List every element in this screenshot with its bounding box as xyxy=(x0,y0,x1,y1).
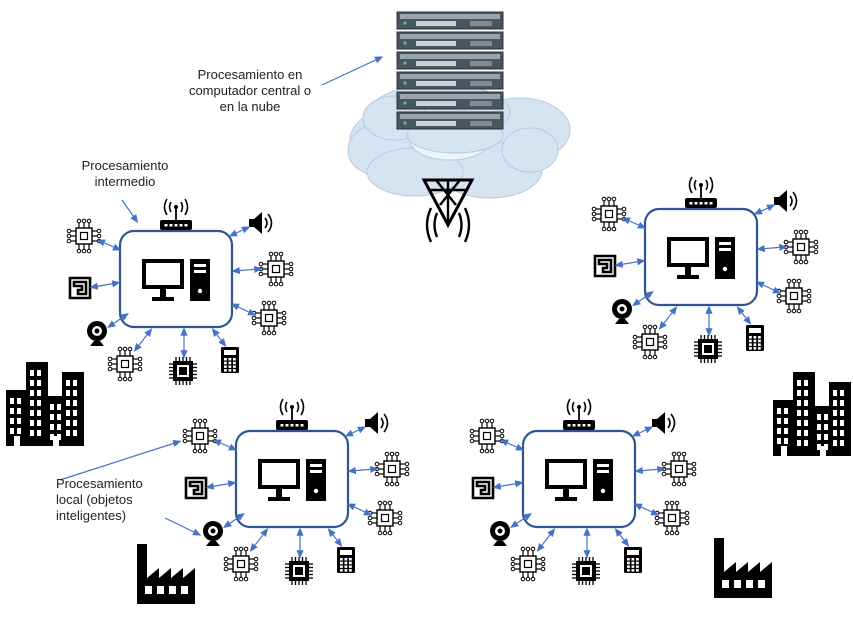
pointer-arrow xyxy=(59,440,182,481)
router-icon xyxy=(685,176,717,208)
bidirectional-arrow xyxy=(327,528,343,547)
pointer-arrow xyxy=(121,199,139,223)
router-icon xyxy=(563,398,595,430)
buildings-icon xyxy=(6,362,84,446)
bidirectional-arrow xyxy=(614,258,646,268)
chip-icon xyxy=(251,300,287,336)
label-local-processing: Procesamiento local (objetos inteligente… xyxy=(56,476,143,523)
bidirectional-arrow xyxy=(492,480,524,490)
webcam-icon xyxy=(612,299,632,324)
bidirectional-arrow xyxy=(614,528,630,547)
bidirectional-arrow xyxy=(212,439,238,451)
microcontroller-icon xyxy=(694,335,722,363)
chip-icon xyxy=(107,346,143,382)
microcontroller-icon xyxy=(169,357,197,385)
computer-icon xyxy=(258,459,326,501)
bidirectional-arrow xyxy=(634,465,666,475)
bidirectional-arrow xyxy=(755,281,782,294)
bidirectional-arrow xyxy=(211,328,227,347)
bidirectional-arrow xyxy=(736,306,752,325)
calculator-icon xyxy=(221,347,239,373)
router-icon xyxy=(276,398,308,430)
pointer-arrow xyxy=(321,56,384,86)
chip-icon xyxy=(66,218,102,254)
maze-sensor-icon xyxy=(471,476,495,500)
chip-icon xyxy=(223,546,259,582)
bidirectional-arrow xyxy=(658,306,678,330)
bidirectional-arrow xyxy=(631,426,654,437)
microcontroller-icon xyxy=(572,557,600,585)
chip-icon xyxy=(510,546,546,582)
bidirectional-arrow xyxy=(346,503,373,516)
buildings-icon xyxy=(773,372,851,456)
bidirectional-arrow xyxy=(230,303,257,316)
bidirectional-arrow xyxy=(107,312,129,329)
bidirectional-arrow xyxy=(89,280,121,290)
server-rack-icon xyxy=(396,11,504,130)
bidirectional-arrow xyxy=(249,528,269,552)
computer-icon xyxy=(545,459,613,501)
calculator-icon xyxy=(337,547,355,573)
bidirectional-arrow xyxy=(633,503,660,516)
webcam-icon xyxy=(203,521,223,546)
bidirectional-arrow xyxy=(753,204,776,215)
computer-icon xyxy=(667,237,735,279)
speaker-icon xyxy=(774,190,798,212)
chip-icon xyxy=(776,278,812,314)
speaker-icon xyxy=(249,212,273,234)
bidirectional-arrow xyxy=(344,426,367,437)
pointer-arrow xyxy=(164,517,202,536)
computer-icon xyxy=(142,259,210,301)
antenna-tower-icon xyxy=(421,178,475,243)
bidirectional-arrow xyxy=(96,239,122,251)
bidirectional-arrow xyxy=(347,465,379,475)
chip-icon xyxy=(374,451,410,487)
bidirectional-arrow xyxy=(536,528,556,552)
chip-icon xyxy=(367,500,403,536)
maze-sensor-icon xyxy=(68,276,92,300)
bidirectional-arrow xyxy=(133,328,153,352)
calculator-icon xyxy=(624,547,642,573)
microcontroller-icon xyxy=(285,557,313,585)
bidirectional-arrow xyxy=(499,439,525,451)
speaker-icon xyxy=(365,412,389,434)
speaker-icon xyxy=(652,412,676,434)
bidirectional-arrow xyxy=(510,512,532,529)
label-intermediate-processing: Procesamiento intermedio xyxy=(81,158,169,189)
chip-icon xyxy=(654,500,690,536)
maze-sensor-icon xyxy=(593,254,617,278)
webcam-icon xyxy=(490,521,510,546)
webcam-icon xyxy=(87,321,107,346)
chip-icon xyxy=(591,196,627,232)
factory-icon xyxy=(137,544,195,604)
chip-icon xyxy=(783,229,819,265)
chip-icon xyxy=(258,251,294,287)
bidirectional-arrow xyxy=(231,265,263,275)
router-icon xyxy=(160,198,192,230)
chip-icon xyxy=(632,324,668,360)
chip-icon xyxy=(182,418,218,454)
factory-icon xyxy=(714,538,772,598)
bidirectional-arrow xyxy=(228,226,251,237)
bidirectional-arrow xyxy=(205,480,237,490)
bidirectional-arrow xyxy=(621,217,647,229)
bidirectional-arrow xyxy=(632,290,654,307)
chip-icon xyxy=(469,418,505,454)
bidirectional-arrow xyxy=(223,512,245,529)
label-central-processing: Procesamiento en computador central o en… xyxy=(188,67,312,114)
maze-sensor-icon xyxy=(184,476,208,500)
calculator-icon xyxy=(746,325,764,351)
bidirectional-arrow xyxy=(756,243,788,253)
chip-icon xyxy=(661,451,697,487)
